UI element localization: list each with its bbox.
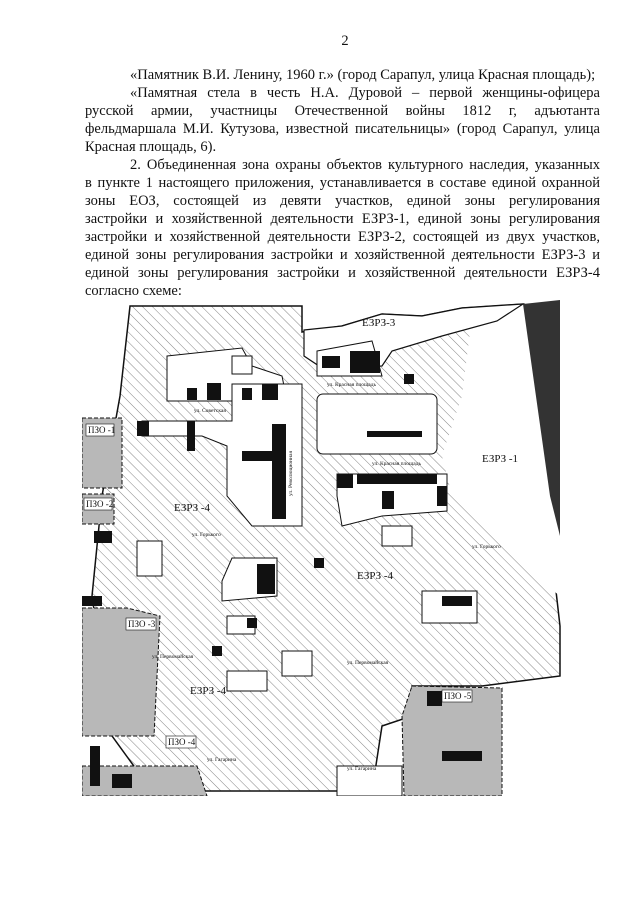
street-label: ул. Первомайская — [152, 653, 194, 660]
text-line: застройки и хозяйственной деятельности Е… — [85, 229, 600, 245]
street-label: ул. Советская — [194, 408, 226, 414]
text-line: зоны ЕОЗ, состоящей из девяти участков, … — [85, 193, 600, 209]
text-line: русской армии, участницы Отечественной в… — [85, 103, 600, 119]
street-label: ул. Гагарина — [347, 766, 377, 772]
dark-strip — [523, 300, 560, 536]
street-label: ул. Горького — [472, 544, 501, 550]
zone-label-pzo5: ПЗО -5 — [444, 691, 472, 701]
text-line: фельдмаршала М.И. Кутузова, известной пи… — [85, 121, 600, 137]
pzo3-area — [82, 607, 161, 737]
zone-label-ezrz1: ЕЗРЗ -1 — [482, 453, 518, 465]
pzo4-area — [82, 765, 208, 796]
text-line: «Памятная стела в честь Н.А. Дуровой – п… — [130, 85, 600, 101]
zone-label-pzo1: ПЗО -1 — [88, 425, 115, 435]
ezrz1-area — [442, 304, 560, 596]
street-label: ул. Первомайская — [347, 659, 389, 666]
text-line: застройки и хозяйственной деятельности Е… — [85, 211, 600, 227]
street-label: ул. Революционная — [288, 451, 294, 496]
zone-label-ezrz4: ЕЗРЗ -4 — [357, 570, 394, 582]
text-line: «Памятник В.И. Ленину, 1960 г.» (город С… — [130, 67, 596, 83]
pzo5-area — [401, 685, 503, 796]
text-line: Красная площадь, 6). — [85, 139, 217, 155]
zone-label-ezrz4: ЕЗРЗ -4 — [174, 502, 211, 514]
text-line: единой зоны регулирования застройки и хо… — [85, 265, 600, 281]
street-label: ул. Красная площадь — [372, 461, 422, 467]
street-label: ул. Горького — [192, 532, 221, 538]
zone-label-pzo2: ПЗО -2 — [86, 499, 113, 509]
zone-label-pzo3: ПЗО -3 — [128, 619, 156, 629]
text-line: в пункте 1 настоящего приложения, устана… — [85, 175, 600, 191]
street-label: ул. Гагарина — [207, 757, 237, 763]
zone-label-ezrz3: ЕЗРЗ-3 — [362, 317, 396, 329]
page-number: 2 — [341, 33, 349, 49]
zone-label-ezrz4: ЕЗРЗ -4 — [190, 685, 227, 697]
zone-scheme-map: ЕЗРЗ-3 ЕЗРЗ -1 ЕЗРЗ -4 ЕЗРЗ -4 ЕЗРЗ -4 П… — [82, 300, 561, 796]
text-line: единой зоны регулирования застройки и хо… — [85, 247, 600, 263]
text-line: 2. Объединенная зона охраны объектов кул… — [130, 157, 600, 173]
text-line: согласно схеме: — [85, 283, 182, 299]
zone-label-pzo4: ПЗО -4 — [168, 737, 196, 747]
street-label: ул. Красная площадь — [327, 382, 377, 388]
building-footprints — [82, 351, 482, 788]
